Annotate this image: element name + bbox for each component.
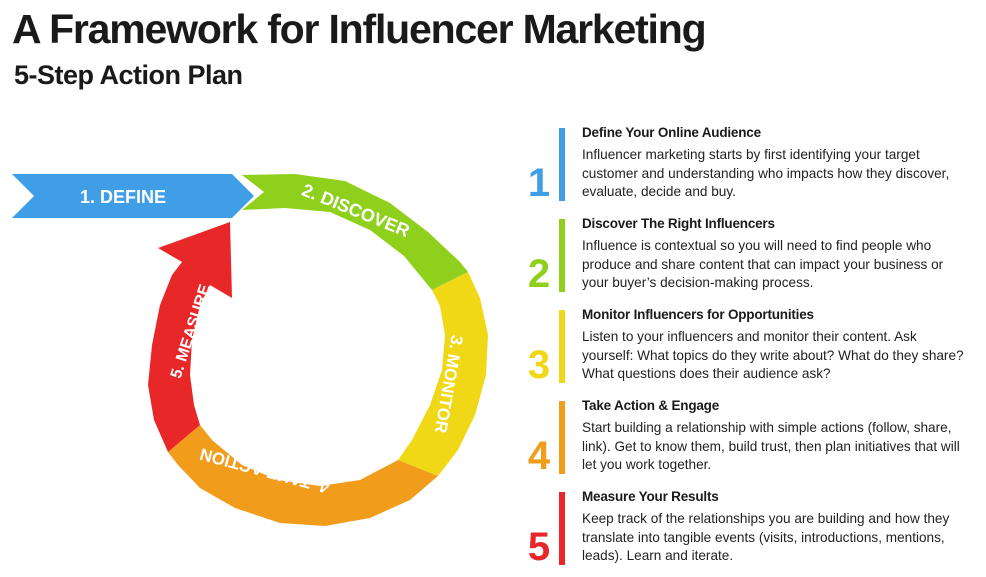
discover-arrow [242,174,468,290]
define-label: 1. DEFINE [80,187,166,207]
take-action-segment: 4. TAKE ACTION [168,425,438,526]
step-number: 2 [527,252,551,296]
step-number: 5 [527,525,551,569]
step-accent-bar [559,219,565,292]
take-action-arrow [168,425,438,526]
step-measure: 5 Measure Your Results Keep track of the… [522,486,982,577]
step-accent-bar [559,128,565,201]
step-accent-bar [559,492,565,565]
discover-segment: 2. DISCOVER [242,174,468,290]
step-title: Monitor Influencers for Opportunities [582,307,814,322]
step-description: Start building a relationship with simpl… [582,420,960,472]
step-accent-bar [559,310,565,383]
step-title: Discover The Right Influencers [582,216,775,231]
step-number: 3 [527,343,551,387]
step-description: Keep track of the relationships you are … [582,511,950,563]
step-accent-bar [559,401,565,474]
define-segment: 1. DEFINE [12,174,254,218]
measure-segment: 5. MEASURE [148,222,232,452]
step-description: Listen to your influencers and monitor t… [582,329,964,381]
step-number: 1 [527,161,551,205]
define-arrow [12,174,254,218]
step-description: Influencer marketing starts by first ide… [582,147,950,199]
step-description: Influence is contextual so you will need… [582,238,944,290]
step-take-action: 4 Take Action & Engage Start building a … [522,395,982,486]
step-title: Take Action & Engage [582,398,720,413]
step-monitor: 3 Monitor Influencers for Opportunities … [522,304,982,395]
step-number: 4 [527,434,551,478]
monitor-arrow [398,272,488,476]
cycle-diagram: 2. DISCOVER 3. MONITOR 4. TAKE ACTION 5.… [12,174,488,526]
steps-list: 1 Define Your Online Audience Influencer… [522,122,982,577]
monitor-segment: 3. MONITOR [398,272,488,476]
page-subtitle: 5-Step Action Plan [14,60,243,90]
step-discover: 2 Discover The Right Influencers Influen… [522,213,982,304]
page-title: A Framework for Influencer Marketing [12,6,707,52]
step-title: Define Your Online Audience [582,125,761,140]
step-title: Measure Your Results [582,489,719,504]
step-define: 1 Define Your Online Audience Influencer… [522,122,982,213]
measure-arrow [148,222,232,452]
